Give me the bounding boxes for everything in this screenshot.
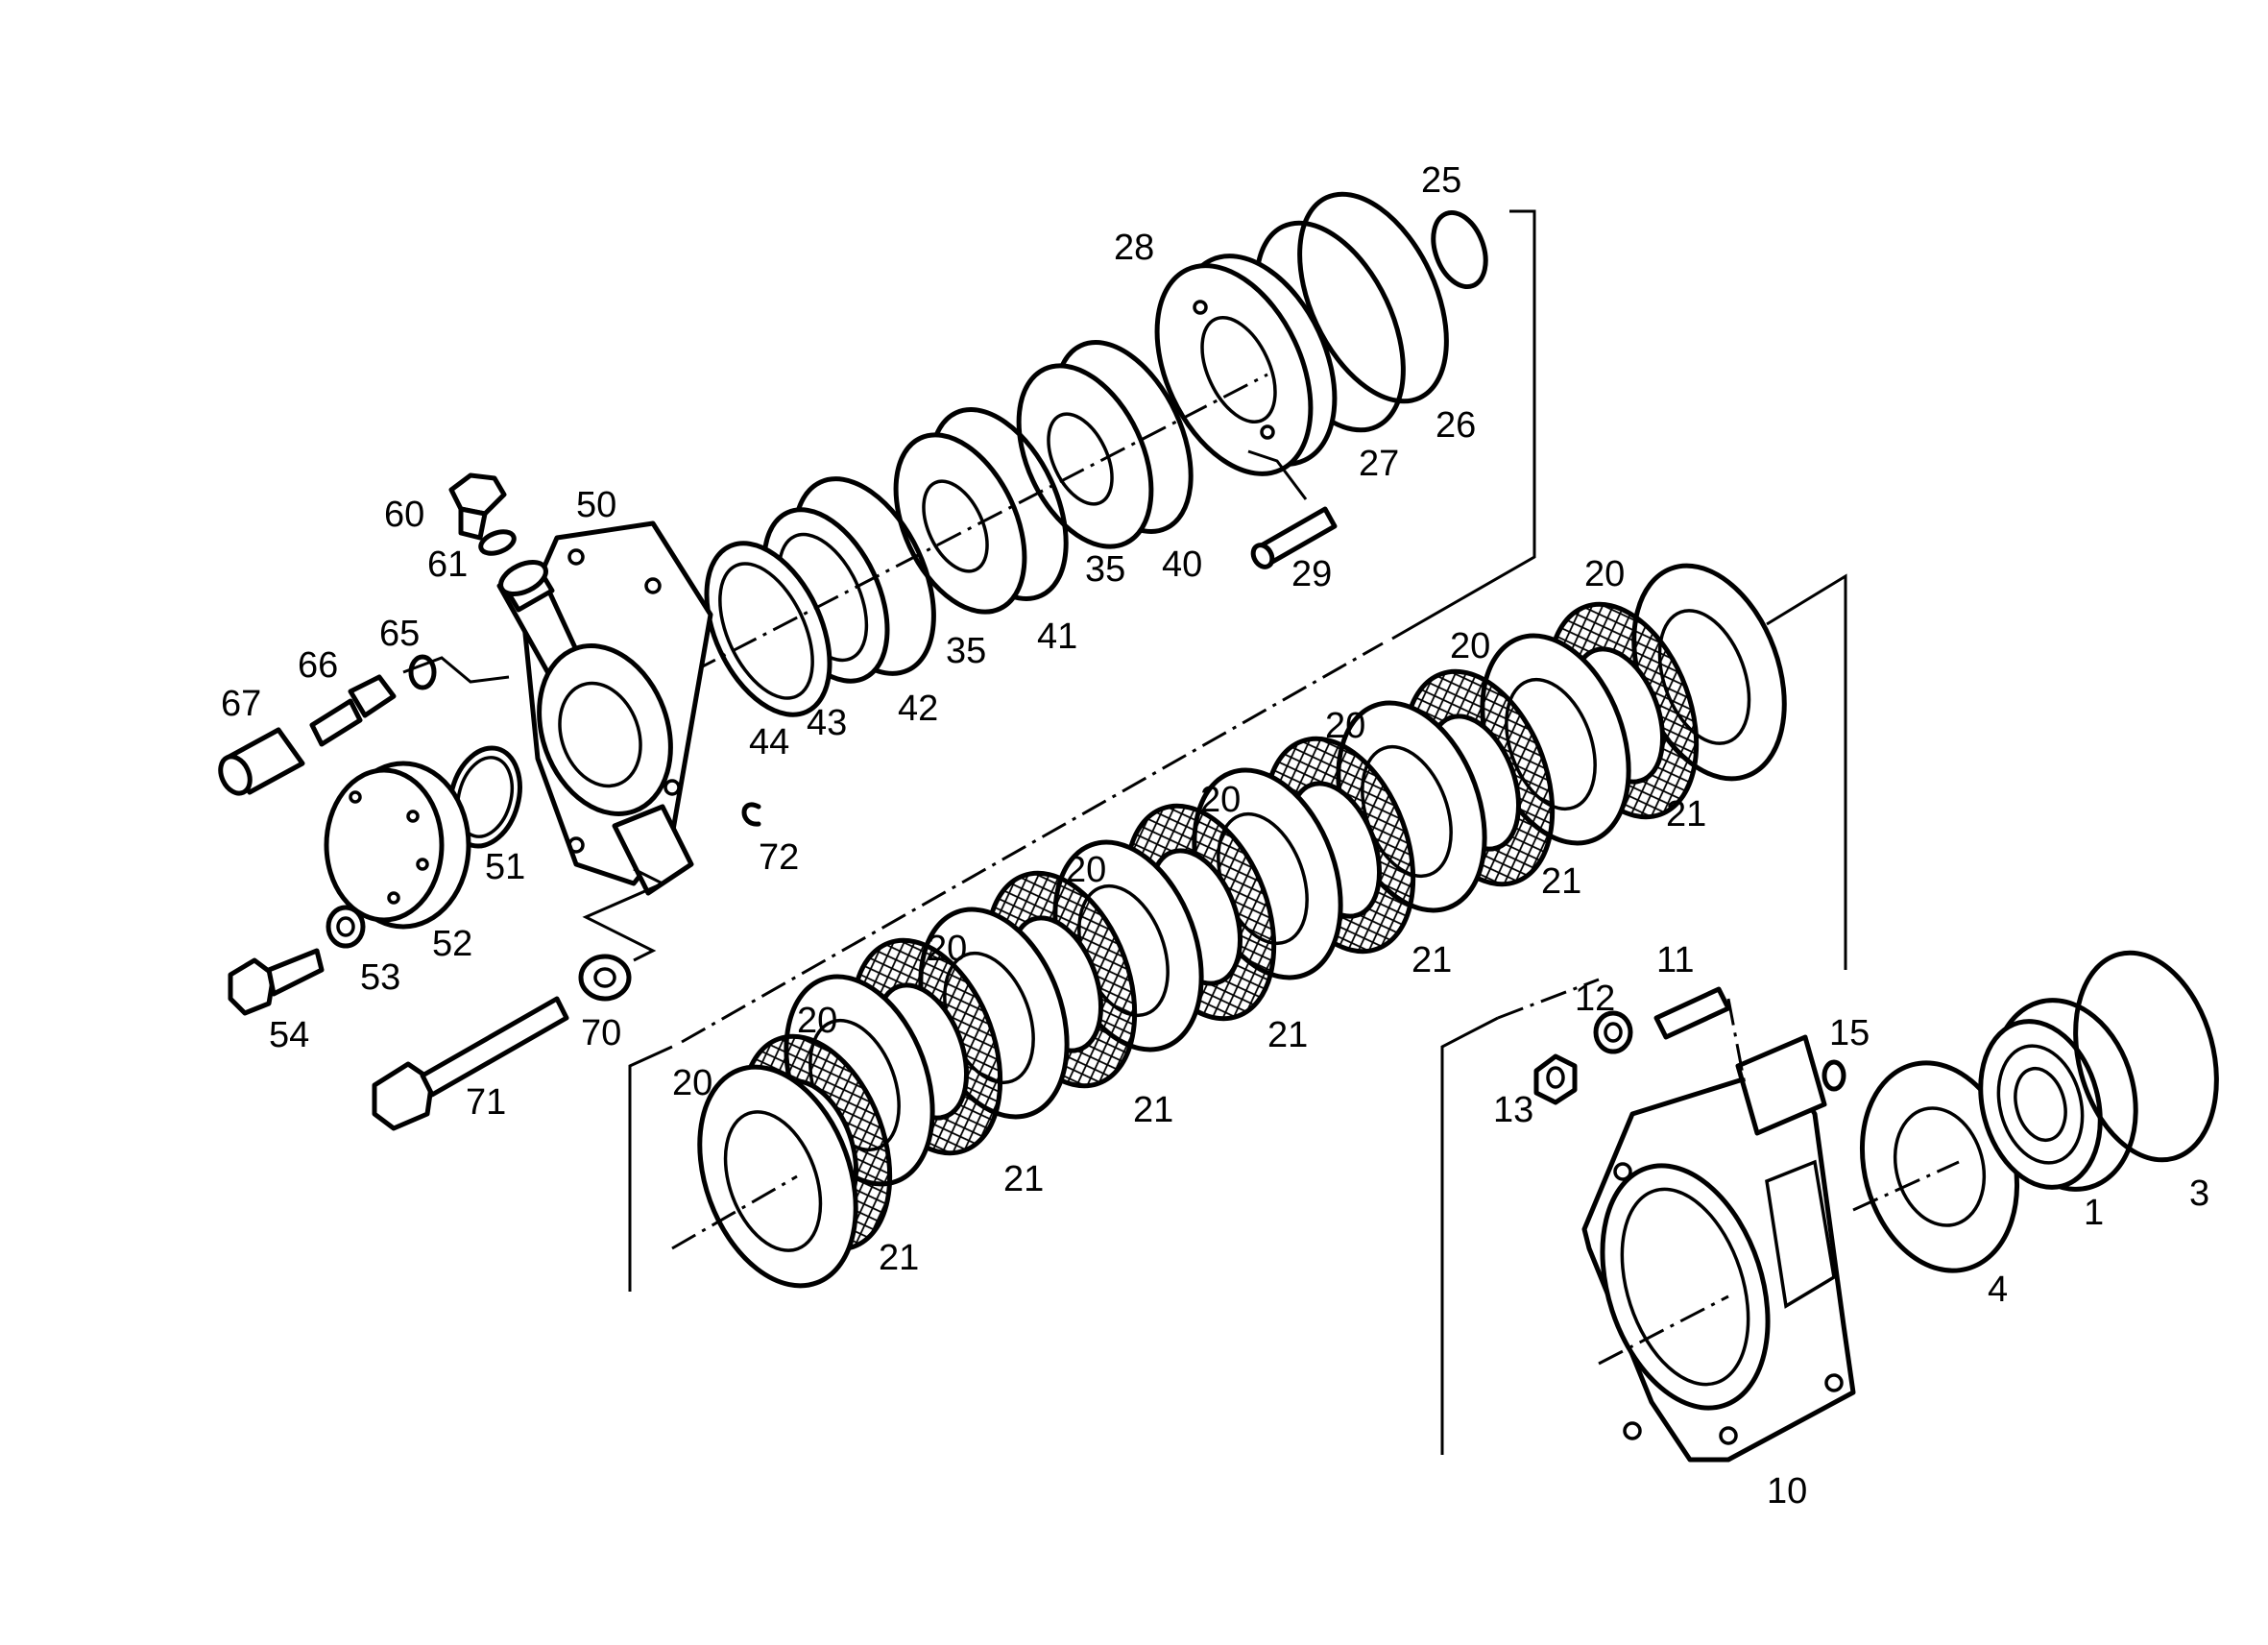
label-26: 26 [1436,405,1476,446]
label-29: 29 [1291,554,1332,594]
label-20d: 20 [1066,850,1106,890]
part-71-bolt [372,996,569,1131]
part-61-washer [478,529,517,556]
label-20f: 20 [1325,706,1365,746]
label-41: 41 [1037,617,1077,657]
label-51: 51 [485,847,525,887]
label-21g: 21 [1666,794,1706,835]
label-4: 4 [1988,1270,2008,1310]
disc-20-a [697,1064,858,1289]
part-13-nut [1533,1053,1578,1105]
upper-axis [690,373,1268,674]
label-28: 28 [1114,228,1154,268]
label-61: 61 [427,544,468,585]
label-43: 43 [807,703,847,743]
label-21c: 21 [1133,1090,1173,1130]
label-12: 12 [1575,979,1615,1019]
label-13: 13 [1493,1090,1533,1130]
disc-pack [671,563,1787,1289]
label-21e: 21 [1411,940,1452,980]
part-12-washer [1593,1010,1633,1054]
part-52-cap [324,761,471,930]
label-15: 15 [1829,1013,1870,1053]
label-70: 70 [581,1013,621,1053]
label-50: 50 [576,485,616,525]
label-40: 40 [1162,544,1202,585]
label-21d: 21 [1267,1015,1308,1055]
part-1-bearing [1978,998,2138,1192]
label-11: 11 [1656,940,1694,980]
part-29-pin [1247,449,1338,569]
disc-pack-diagonal [681,641,1384,1044]
part-10-housing [1581,1034,1856,1463]
part-67-sleeve [218,727,305,796]
label-53: 53 [360,957,400,998]
part-28-piston [1154,254,1338,476]
label-20h: 20 [1584,554,1625,594]
part-70-washer [578,867,666,1002]
label-35b: 35 [946,631,986,671]
upper-assembly-boundary [1391,209,1536,641]
label-3: 3 [2189,1173,2209,1214]
label-71: 71 [466,1082,506,1123]
label-20e: 20 [1200,780,1241,820]
callout-labels: 25 28 26 27 29 40 35 41 35 42 43 44 60 5… [221,160,2209,1512]
part-65-washer [408,654,437,690]
part-25-oring [1431,209,1488,290]
label-65: 65 [379,614,420,654]
label-21b: 21 [1003,1159,1044,1199]
label-27: 27 [1359,444,1399,484]
part-53-washer [326,905,366,949]
disc-pack-boundary-lower [628,1045,673,1292]
part-15-clip [1822,1059,1846,1092]
disc-pack-boundary [1766,573,1847,970]
part-35-disc-upper [1016,363,1154,549]
label-60: 60 [384,495,424,535]
label-52: 52 [432,924,472,964]
part-72-clip [741,802,761,827]
label-25: 25 [1421,160,1461,201]
label-66: 66 [298,645,338,686]
part-11-stud [1653,986,1749,1101]
label-20a: 20 [672,1063,712,1103]
part-35-disc-lower [893,432,1027,615]
part-66-fitting [309,656,510,747]
part-50-cover [496,520,713,896]
part-60-plug [448,472,507,541]
label-67: 67 [221,684,261,724]
label-21f: 21 [1541,861,1581,902]
label-10: 10 [1767,1471,1807,1512]
label-20g: 20 [1450,626,1490,666]
label-35a: 35 [1085,549,1125,590]
housing-axis [1497,978,1600,1020]
part-54-bolt [228,948,325,1016]
part-3-ring [2073,950,2219,1163]
label-1: 1 [2084,1193,2104,1233]
label-72: 72 [759,837,799,878]
label-20c: 20 [927,929,967,969]
label-21a: 21 [879,1238,919,1278]
label-42: 42 [898,689,938,729]
housing-boundary [1440,1016,1499,1455]
label-44: 44 [749,722,789,762]
label-20b: 20 [797,1001,837,1041]
label-54: 54 [269,1015,309,1055]
